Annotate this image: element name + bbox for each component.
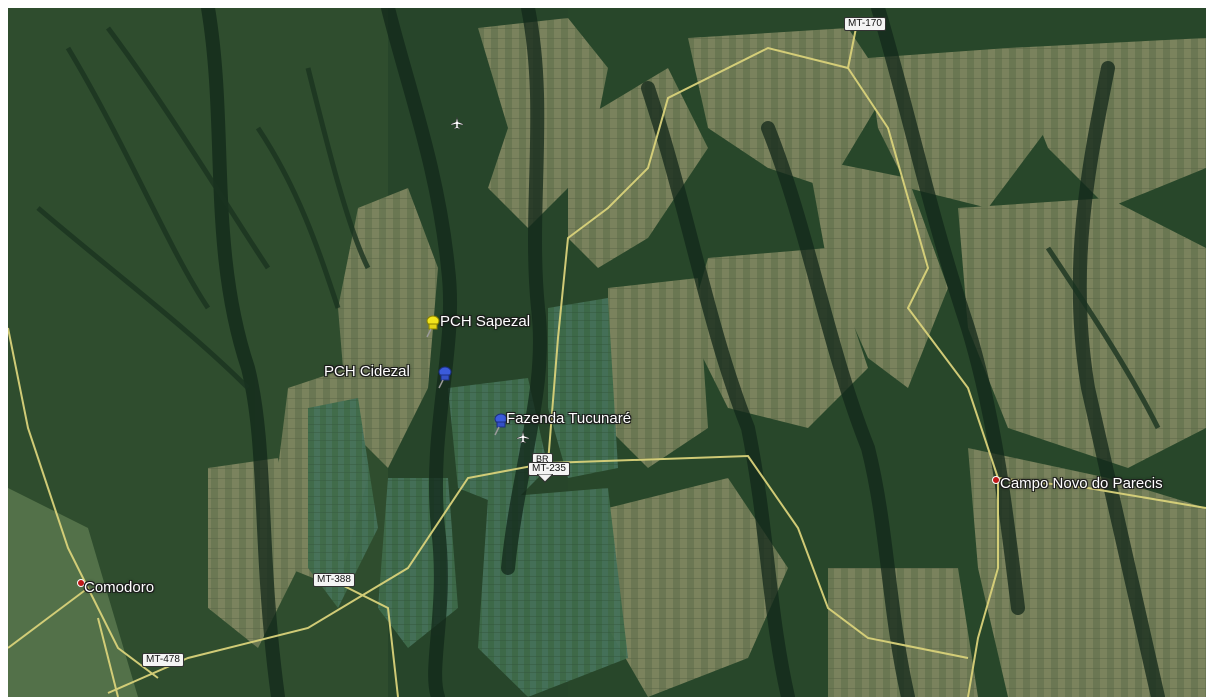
road-shield-mt478: MT-478 [142, 653, 184, 667]
city-dot-icon[interactable] [77, 579, 85, 587]
placemark-label-pch-sapezal[interactable]: PCH Sapezal [440, 313, 531, 330]
road-shield-pointer-icon [537, 474, 553, 483]
city-dot-icon[interactable] [992, 476, 1000, 484]
satellite-map[interactable]: MT-170 BR MT-235 MT-388 MT-478 PCH Sapez… [8, 8, 1206, 697]
placemark-label-fazenda-tucunare[interactable]: Fazenda Tucunaré [506, 410, 632, 427]
city-label-campo-novo-do-parecis[interactable]: Campo Novo do Parecis [1000, 475, 1163, 492]
satellite-imagery [8, 8, 1206, 697]
blue-pushpin-icon[interactable] [490, 412, 510, 436]
airport-icon[interactable] [450, 116, 464, 130]
airport-icon[interactable] [516, 430, 530, 444]
road-shield-mt388: MT-388 [313, 573, 355, 587]
blue-pushpin-icon[interactable] [434, 365, 454, 389]
yellow-pushpin-icon[interactable] [423, 314, 443, 338]
road-shield-mt170: MT-170 [844, 17, 886, 31]
placemark-label-pch-cidezal[interactable]: PCH Cidezal [324, 363, 410, 380]
city-label-comodoro[interactable]: Comodoro [84, 579, 155, 596]
